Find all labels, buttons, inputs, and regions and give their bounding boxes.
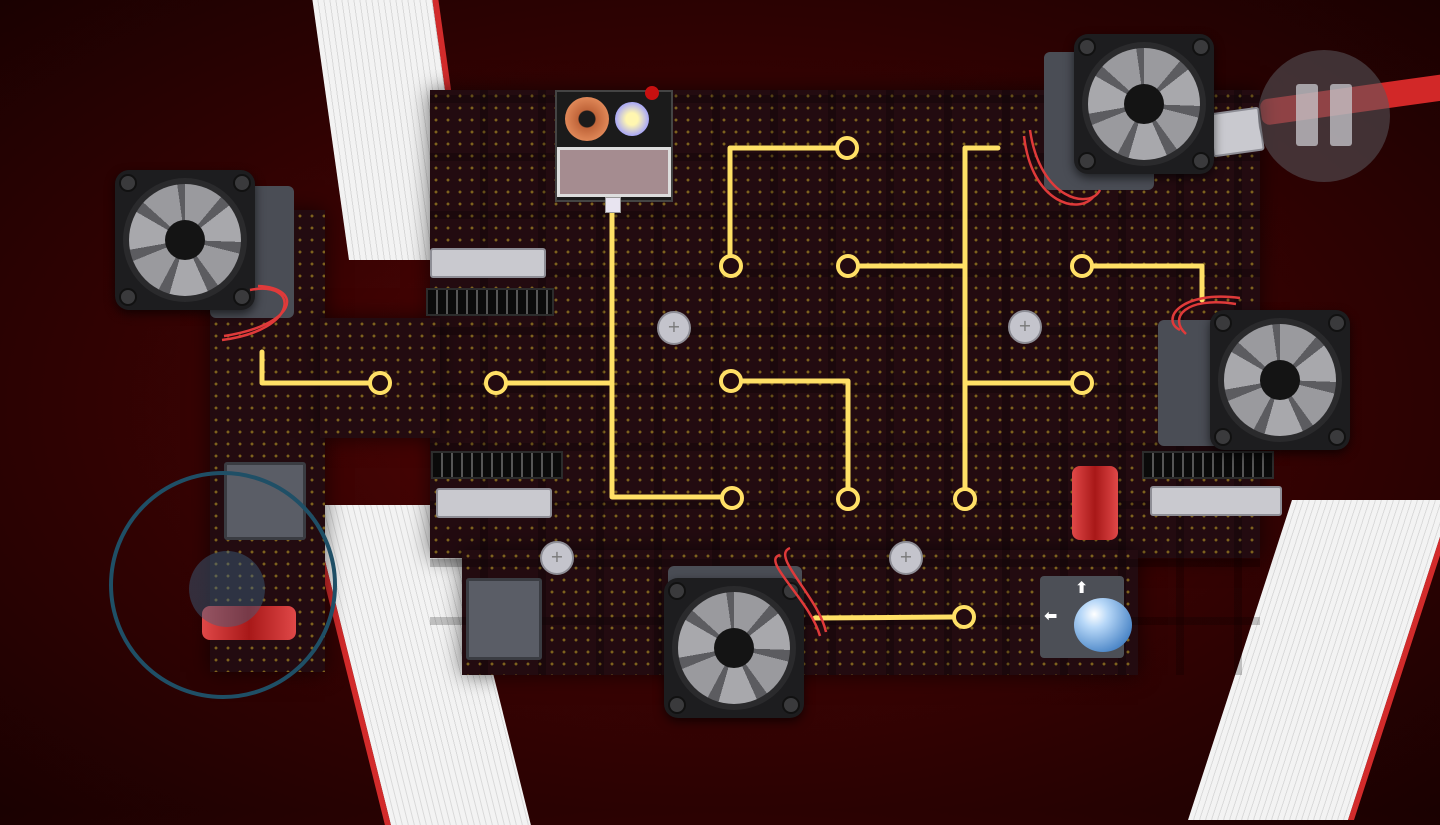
pause-icon	[1296, 84, 1318, 146]
ribbon-plug-bottom-right	[1150, 486, 1282, 516]
capacitor-icon	[615, 102, 649, 136]
trace-node	[836, 254, 860, 278]
trace-right-main	[962, 145, 1001, 490]
goal-tile: ⬆ ⬅	[1040, 576, 1132, 658]
red-knob-icon	[645, 86, 659, 100]
processor-chip	[466, 578, 542, 660]
arrow-up-icon: ⬆	[1075, 578, 1089, 597]
trace-node	[484, 371, 508, 395]
psu-box	[557, 147, 671, 197]
mount-screw-icon: +	[540, 541, 574, 575]
cooling-fan-icon	[664, 578, 804, 718]
trace-node	[836, 487, 860, 511]
psu-output-pin	[605, 197, 621, 213]
pin-header-connector	[431, 451, 563, 479]
trace-node	[719, 254, 743, 278]
mount-screw-icon: +	[657, 311, 691, 345]
trace-node	[1070, 254, 1094, 278]
cooling-fan-icon	[1074, 34, 1214, 174]
ribbon-plug-top	[430, 248, 546, 278]
arrow-left-icon: ⬅	[1044, 606, 1058, 625]
mount-screw-icon: +	[1008, 310, 1042, 344]
ribbon-plug-bottom-left	[436, 488, 552, 518]
trace-top-middle	[727, 145, 838, 257]
trace-node	[368, 371, 392, 395]
toroid-coil-icon	[565, 97, 609, 141]
trace-node	[719, 369, 743, 393]
pin-header-connector	[1142, 451, 1274, 479]
virtual-joystick[interactable]	[109, 471, 337, 699]
cooling-fan-icon	[1210, 310, 1350, 450]
trace-node	[1070, 371, 1094, 395]
cooling-fan-icon	[115, 170, 255, 310]
trace-node	[835, 136, 859, 160]
red-capacitor-vertical	[1072, 466, 1118, 540]
blue-orb-ball-icon[interactable]	[1074, 598, 1132, 652]
pause-button[interactable]	[1258, 50, 1390, 182]
trace-node	[953, 487, 977, 511]
trace-node	[952, 605, 976, 629]
joystick-knob[interactable]	[189, 551, 265, 627]
trace-left	[259, 349, 371, 386]
trace-far-right	[1091, 263, 1205, 303]
trace-psu-main	[609, 205, 723, 500]
pin-header-connector	[426, 288, 554, 316]
trace-node	[720, 486, 744, 510]
pause-icon	[1330, 84, 1352, 146]
trace-bottom	[812, 614, 955, 621]
trace-center-middle	[740, 378, 851, 490]
mount-screw-icon: +	[889, 541, 923, 575]
